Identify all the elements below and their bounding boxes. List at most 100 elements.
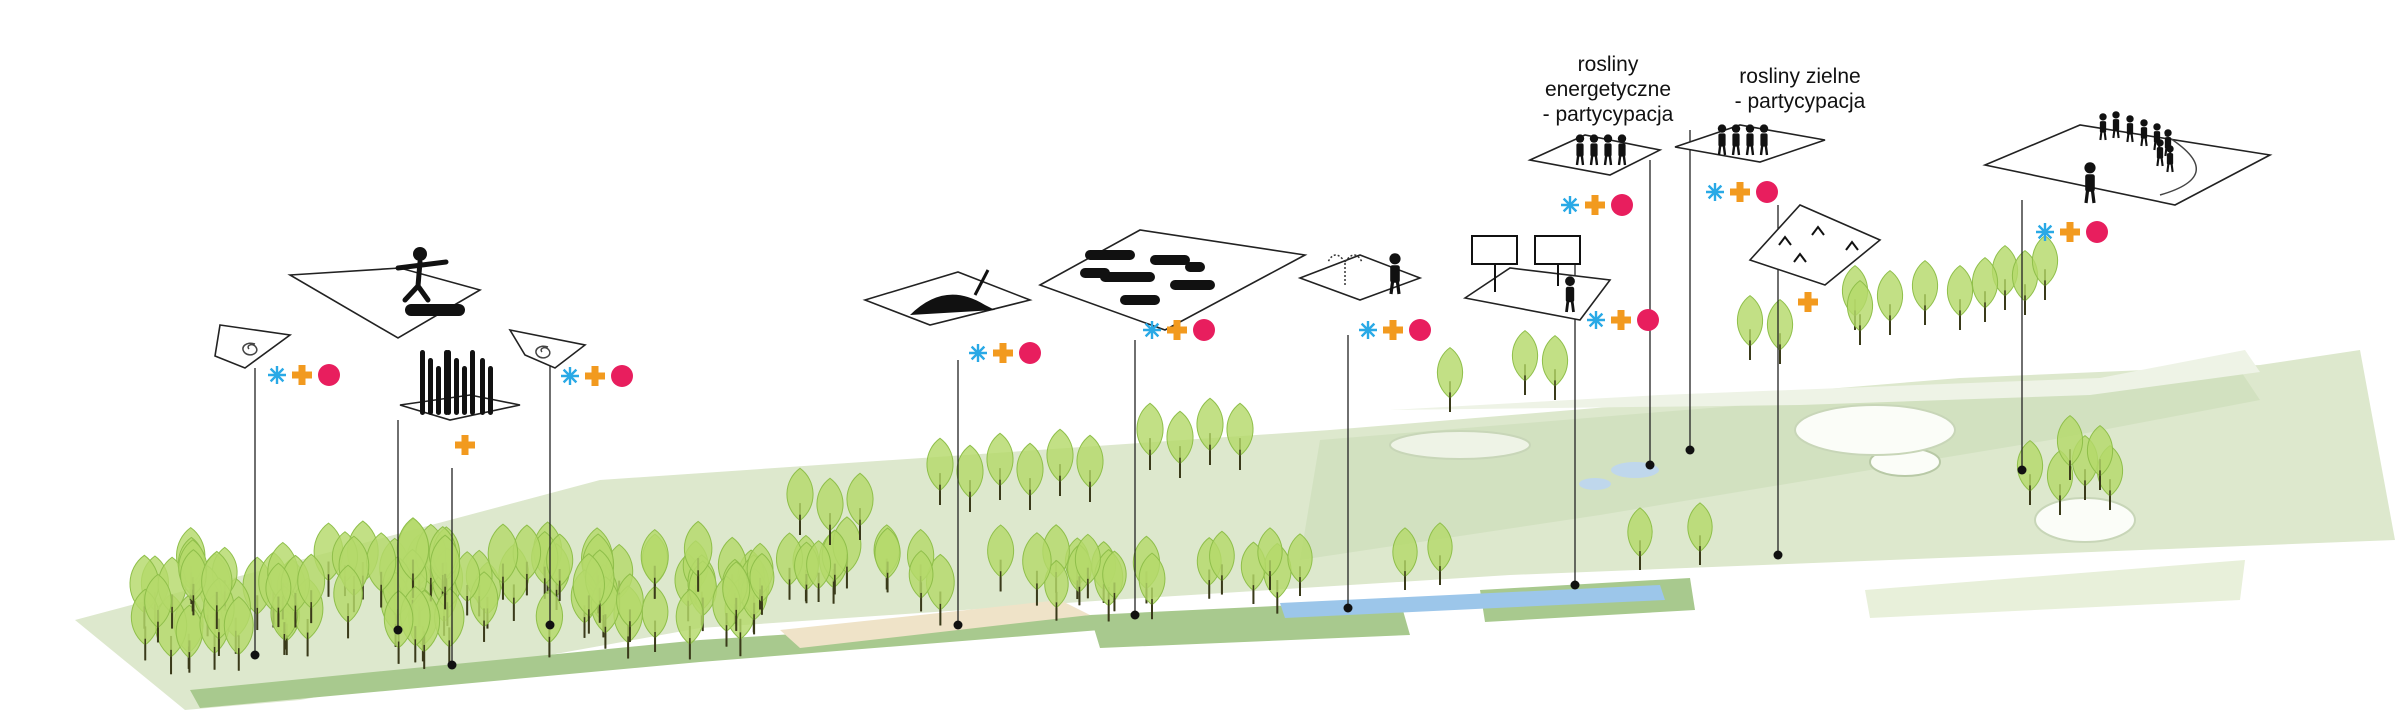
person-figure [1575,134,1585,166]
tree [926,553,955,626]
snowflake-ray [1588,312,1604,328]
leader-dot [1343,603,1353,613]
leader-dot [1685,445,1695,455]
person-leg [2153,141,2157,151]
tree [641,585,669,653]
label-energy-plants-line1: rosliny [1577,53,1639,76]
tree [616,573,644,642]
person-head [2153,123,2161,131]
tree [1911,259,1939,325]
tree [722,561,751,631]
snowflake-icon [1359,321,1377,339]
log [1080,268,1110,278]
tree-crown [487,523,519,584]
leader-dot [545,620,555,630]
person-head [2166,145,2174,153]
tree-crown [1766,298,1794,351]
dot-icon [1193,319,1215,341]
plane-pole-forest [399,394,521,421]
tree-island [2034,497,2136,543]
plus-icon [1167,320,1187,340]
billboard [1534,235,1581,265]
tree-crown [2086,424,2114,477]
tree-crown [816,477,844,532]
pole [444,350,449,415]
person-leg [1617,155,1622,166]
tree [2056,414,2084,480]
tree-crown [640,529,669,585]
tree-crown [1076,434,1104,489]
person-figure [1717,124,1727,156]
pole [420,350,425,415]
tree [2031,234,2059,300]
tree-crown [1846,279,1874,332]
person-figure [2156,139,2164,167]
tree [1138,552,1166,620]
tree-crown [1138,552,1166,606]
amphitheater-arc [2159,134,2197,196]
pole [436,366,441,415]
plane-grass-tufts [1748,204,1882,286]
pole [462,366,467,415]
pole [480,358,485,415]
plus-bar [1736,182,1744,202]
tree-crown [144,573,172,629]
tree [874,527,901,593]
person-figure [1589,134,1599,166]
person-leg [2112,129,2116,139]
grass-tuft [1793,252,1807,263]
tree-crown [201,550,233,613]
spiral-sign [535,345,551,359]
tree [1627,507,1653,570]
tree [1136,402,1164,470]
tree-crown [396,517,430,582]
tree-crown [1209,530,1235,582]
person-leg [2084,190,2090,204]
label-herbaceous-plants: rosliny zielne - partycypacja [1700,64,1900,114]
person-leg [2170,163,2174,173]
person-leg [2164,147,2168,157]
person-head [2084,162,2096,174]
snowflake-ray [1562,197,1578,213]
tree-crown [2056,414,2084,467]
log [1185,262,1205,272]
person-head [1575,134,1585,143]
balance-log [405,304,465,316]
leader-dot [447,660,457,670]
tree [512,524,542,596]
person-leg [1395,281,1401,295]
plus-bar [999,343,1007,363]
tree-crown [333,564,363,624]
plus-icon [455,435,475,455]
tree-crown [175,604,203,659]
person-head [1617,134,1627,143]
person-head [1589,134,1599,143]
leader-dot [250,650,260,660]
plus-icon [585,366,605,386]
plus-bar [461,435,469,455]
tree [1687,502,1713,565]
tree [180,549,207,616]
tree-crown [616,573,644,628]
plus-bar [1591,195,1599,215]
person-head [2140,119,2148,127]
label-energy-plants-line2: energetyczne [1544,78,1672,101]
person-leg [1750,145,1755,156]
person-leg [1759,145,1764,156]
tree [816,477,844,545]
tree [1736,294,1764,360]
person-body [1732,133,1740,147]
tree [786,467,814,535]
person-leg [1570,300,1575,313]
tree-crown [265,562,292,614]
person-head [2126,115,2134,123]
leader-dot [1130,610,1140,620]
pond-2 [1579,478,1611,490]
soil-heap [910,294,995,315]
tree [683,520,713,592]
person-body [2099,121,2107,133]
tree-crown [223,596,254,656]
plus-icon [1585,195,1605,215]
tree-crown [1511,329,1539,382]
